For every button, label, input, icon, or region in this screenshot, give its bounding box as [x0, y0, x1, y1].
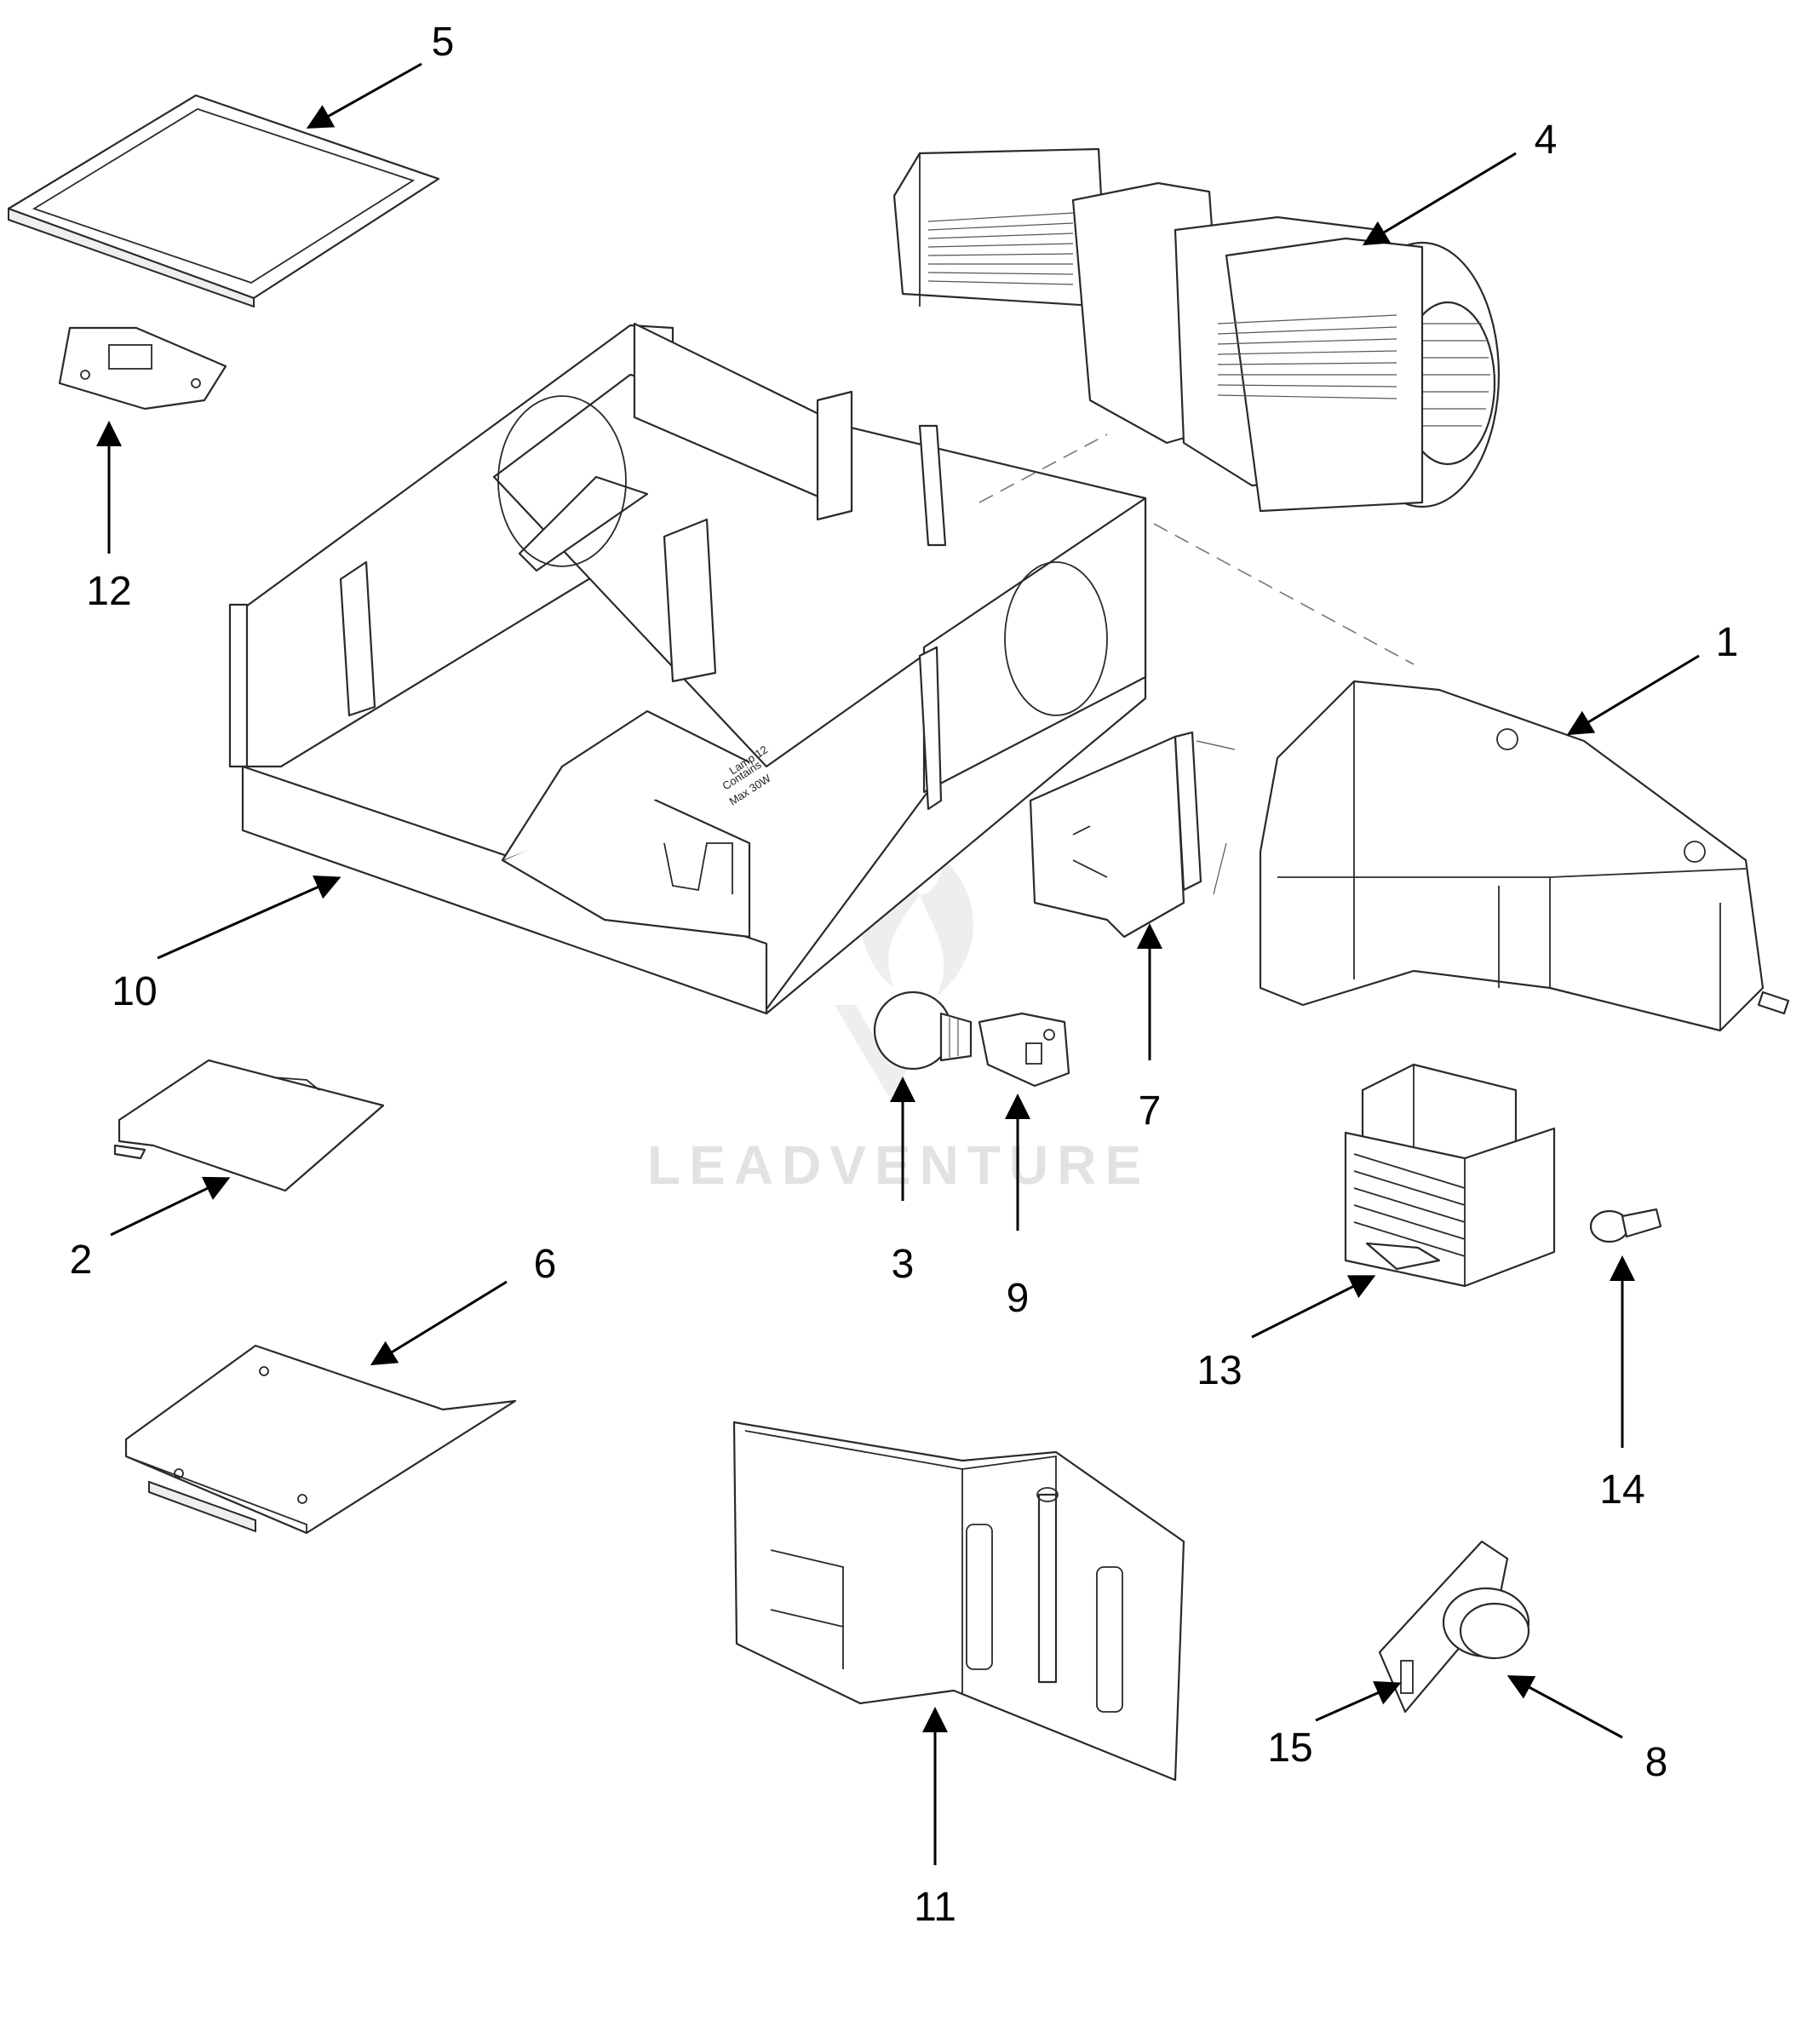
part-11-base-tray [732, 1421, 1185, 1782]
callout-11: 11 [914, 1707, 956, 1930]
callout-3: 3 [890, 1077, 915, 1287]
callout-label-6: 6 [534, 1242, 557, 1287]
watermark: LEADVENTURE [647, 852, 1150, 1196]
callout-label-8: 8 [1645, 1740, 1668, 1785]
callout-label-14: 14 [1599, 1467, 1644, 1513]
callout-label-15: 15 [1267, 1725, 1312, 1771]
callout-label-10: 10 [112, 969, 157, 1014]
callout-2: 2 [70, 1176, 231, 1283]
callout-6: 6 [370, 1242, 557, 1366]
part-10-main-chassis: Lamp 12 Contains Max 30W [228, 322, 1415, 1015]
part-6-plate [124, 1344, 517, 1535]
callout-label-1: 1 [1716, 620, 1739, 665]
callout-7: 7 [1137, 923, 1162, 1134]
part-8-knob [1442, 1587, 1530, 1660]
callout-label-2: 2 [70, 1237, 93, 1283]
callout-15: 15 [1267, 1680, 1402, 1771]
callout-label-12: 12 [86, 569, 131, 614]
callout-label-4: 4 [1535, 118, 1558, 163]
callout-14: 14 [1599, 1255, 1645, 1513]
callout-label-13: 13 [1197, 1348, 1242, 1393]
callout-label-9: 9 [1007, 1276, 1030, 1321]
callout-9: 9 [1005, 1094, 1030, 1321]
part-3-light-bulb [873, 990, 973, 1071]
part-9-lamp-socket [978, 1012, 1070, 1088]
part-5-filter-panel [7, 94, 440, 308]
part-12-plate [58, 326, 227, 411]
callout-10: 10 [112, 876, 341, 1014]
part-7-bracket [1029, 731, 1236, 939]
callout-4: 4 [1362, 118, 1558, 246]
watermark-text: LEADVENTURE [647, 1134, 1150, 1196]
callout-8: 8 [1506, 1675, 1668, 1785]
callout-12: 12 [86, 421, 132, 614]
callout-label-5: 5 [432, 20, 455, 65]
part-14-thermostat [1589, 1208, 1662, 1243]
callout-5: 5 [306, 20, 455, 129]
part-4-blower-assembly [892, 147, 1501, 513]
callout-13: 13 [1197, 1275, 1376, 1393]
callout-label-11: 11 [914, 1885, 956, 1930]
part-1-duct-cover [1259, 680, 1790, 1032]
part-2-cover-plate [113, 1059, 385, 1192]
callout-1: 1 [1566, 620, 1739, 736]
callout-label-3: 3 [892, 1242, 915, 1287]
part-13-transformer [1344, 1063, 1556, 1288]
callout-label-7: 7 [1139, 1088, 1162, 1134]
